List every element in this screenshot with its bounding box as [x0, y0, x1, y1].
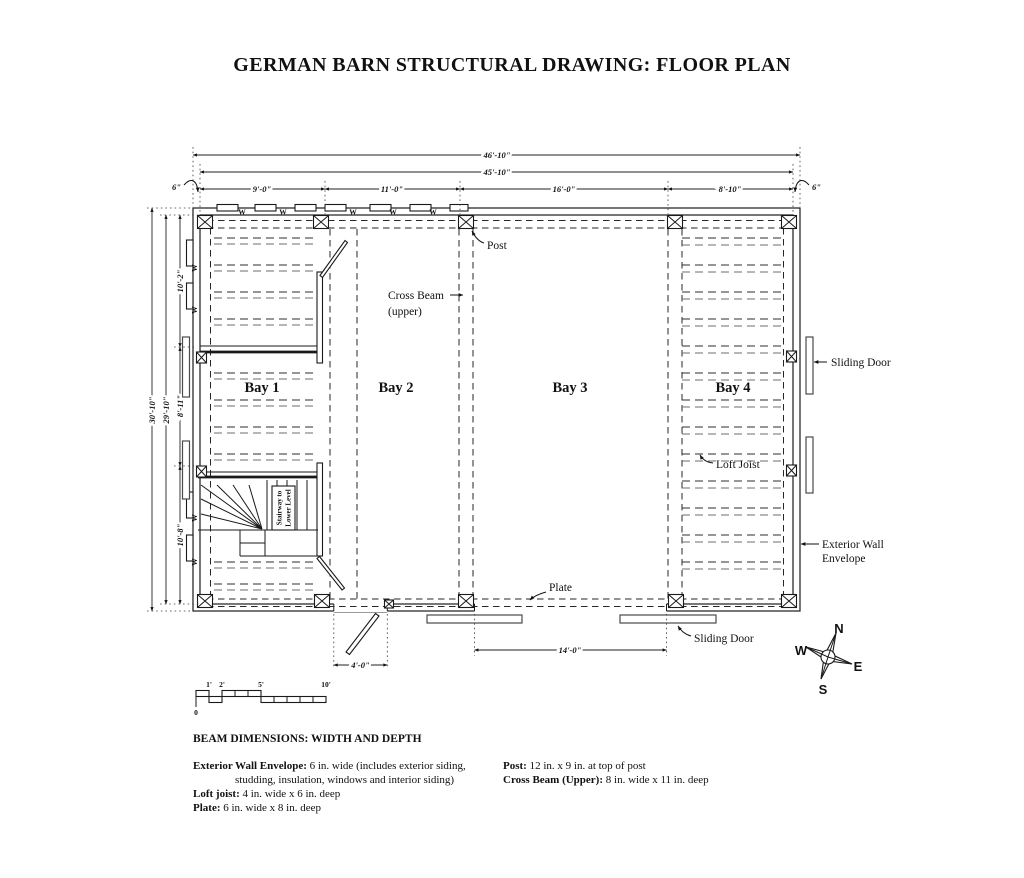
scale-zero-label: 0: [194, 708, 198, 717]
dim-frame-width: 45'-10": [483, 167, 511, 177]
window-mark: W: [389, 208, 397, 217]
compass-west-label: W: [795, 643, 808, 658]
dim-frame-depth: 29'-10": [161, 396, 171, 424]
dim-depth-top: 10'-2": [175, 269, 185, 292]
compass-east-label: E: [854, 659, 863, 674]
legend-left-column: Exterior Wall Envelope: 6 in. wide (incl…: [193, 759, 523, 815]
stairway: Stairway to Lower Level: [198, 480, 318, 557]
window-mark: W: [190, 264, 199, 272]
bay1-label: Bay 1: [244, 380, 279, 396]
legend-heading: BEAM DIMENSIONS: WIDTH AND DEPTH: [193, 733, 422, 745]
dim-depth-mid: 8'-11": [175, 395, 185, 417]
dim-overall-width: 46'-10": [483, 150, 511, 160]
bay4-label: Bay 4: [715, 380, 750, 396]
scale-5ft-label: 5': [258, 680, 264, 689]
compass-south-label: S: [819, 682, 828, 697]
door-leaves: [316, 239, 380, 656]
dim-bay1-width: 9'-0": [253, 184, 272, 194]
sliding-door-right-label: Sliding Door: [831, 357, 891, 369]
bay3-label: Bay 3: [552, 380, 587, 396]
scale-2ft-label: 2': [219, 680, 225, 689]
compass-north-label: N: [834, 621, 843, 636]
dim-wall-left: 6": [172, 182, 181, 192]
bay-boundary-lines: [329, 229, 683, 599]
cross-beam-label-line1: Cross Beam: [388, 290, 444, 302]
compass-rose: N W E S: [795, 621, 863, 697]
top-dimensions: 46'-10" 45'-10" 9'-0" 11'-0" 16'-0" 8'-1…: [170, 147, 824, 214]
loft-joist-label: Loft Joist: [716, 459, 761, 471]
window-mark: W: [190, 514, 199, 522]
window-mark: W: [190, 558, 199, 566]
dim-overall-depth: 30'-10": [147, 396, 157, 424]
bay4-loft-joists: [682, 237, 783, 570]
bottom-dimensions: 4'-0" 14'-0": [333, 614, 667, 673]
page-title: GERMAN BARN STRUCTURAL DRAWING: FLOOR PL…: [233, 54, 791, 76]
legend-line-post: Post: 12 in. x 9 in. at top of post: [503, 760, 646, 772]
scale-bar: 0 1' 2' 5' 10': [194, 680, 331, 717]
scale-10ft-label: 10': [321, 680, 331, 689]
window-mark: W: [429, 208, 437, 217]
exterior-walls: [192, 207, 801, 613]
scale-1ft-label: 1': [206, 680, 212, 689]
legend-right-column: Post: 12 in. x 9 in. at top of post Cros…: [503, 759, 823, 787]
callouts: Post Cross Beam (upper) Sliding Door Lof…: [388, 230, 891, 645]
legend-line-plate: Plate: 6 in. wide x 8 in. deep: [193, 802, 321, 814]
dim-wagon-door: 14'-0": [559, 645, 582, 655]
dim-bay2-width: 11'-0": [381, 184, 403, 194]
legend-line-cross-beam: Cross Beam (Upper): 8 in. wide x 11 in. …: [503, 774, 709, 786]
window-mark: W: [190, 306, 199, 314]
exterior-wall-label-line2: Envelope: [822, 553, 865, 565]
stairway-label-line1: Stairway to: [276, 490, 284, 525]
dim-bay3-width: 16'-0": [553, 184, 576, 194]
post-label: Post: [487, 240, 508, 252]
window-mark: W: [238, 208, 246, 217]
legend-line-exterior-wall: Exterior Wall Envelope: 6 in. wide (incl…: [193, 760, 466, 772]
cross-beam-label-line2: (upper): [388, 306, 422, 318]
dim-side-door: 4'-0": [350, 660, 370, 670]
posts: [195, 214, 798, 609]
stairway-label-line2: Lower Level: [285, 489, 293, 526]
sliding-door-bottom-label: Sliding Door: [694, 633, 754, 645]
legend-line-loft-joist: Loft joist: 4 in. wide x 6 in. deep: [193, 788, 341, 800]
exterior-wall-label-line1: Exterior Wall: [822, 539, 884, 551]
plate-label: Plate: [549, 582, 572, 594]
loft-edge-beams: [198, 271, 324, 557]
left-dimensions: 30'-10" 29'-10" 10'-2" 8'-11" 10'-8": [145, 207, 199, 612]
dim-bay4-width: 8'-10": [719, 184, 742, 194]
legend-line-exterior-wall-cont: studding, insulation, windows and interi…: [235, 774, 455, 786]
top-wall-windows: W W W W W: [216, 203, 469, 217]
plate-lines: [207, 220, 786, 607]
dim-depth-bottom: 10'-8": [175, 523, 185, 546]
dim-wall-right: 6": [812, 182, 821, 192]
bay2-label: Bay 2: [378, 380, 413, 396]
window-mark: W: [279, 208, 287, 217]
window-mark: W: [349, 208, 357, 217]
bay1-loft-joists: [214, 237, 316, 591]
